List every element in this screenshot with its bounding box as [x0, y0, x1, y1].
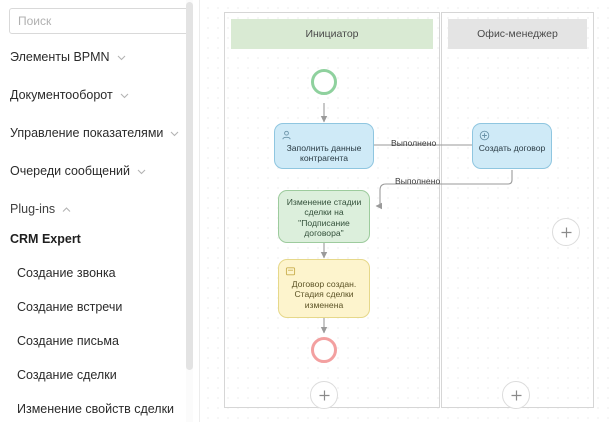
search-container [0, 0, 200, 38]
sidebar-item-create-deal[interactable]: Создание сделки [17, 368, 117, 382]
sidebar-section-plugins[interactable]: Plug-ins [0, 190, 200, 228]
add-element-lane-office-manager-button[interactable] [502, 381, 530, 409]
lane-title: Инициатор [305, 28, 359, 40]
sidebar-item-create-meeting[interactable]: Создание встречи [17, 300, 123, 314]
sidebar-section-label: Управление показателями [10, 126, 164, 140]
lane-header-office-manager[interactable]: Офис-менеджер [448, 19, 587, 49]
chevron-down-icon [116, 52, 127, 63]
sidebar-section-kpi-management[interactable]: Управление показателями [0, 114, 200, 152]
sidebar-section-document-flow[interactable]: Документооборот [0, 76, 200, 114]
task-label: Договор создан. Стадия сделки изменена [291, 279, 357, 310]
lane-office-manager[interactable]: Офис-менеджер [441, 12, 594, 408]
sidebar-item-create-call[interactable]: Создание звонка [17, 266, 116, 280]
connector-start-to-fill[interactable] [200, 0, 609, 422]
connector-label-fill-to-create: Выполнено [391, 138, 437, 148]
connector-label-create-to-stage: Выполнено [395, 176, 441, 186]
chevron-down-icon [169, 128, 180, 139]
sidebar-scrollbar-thumb[interactable] [186, 2, 193, 370]
task-label: Создать договор [478, 143, 546, 153]
sidebar-sections: Элементы BPMN Документооборот Управление… [0, 38, 200, 422]
note-icon [285, 266, 296, 277]
end-event[interactable] [311, 337, 337, 363]
search-input[interactable] [9, 8, 191, 34]
task-label: Заполнить данные контрагента [286, 143, 362, 164]
chevron-down-icon [119, 90, 130, 101]
sidebar-section-label: Plug-ins [10, 202, 56, 216]
sidebar-divider [199, 0, 200, 422]
start-event[interactable] [311, 69, 337, 95]
task-fill-counterparty[interactable]: Заполнить данные контрагента [274, 123, 374, 169]
sidebar-section-label: Элементы BPMN [10, 50, 110, 64]
task-create-contract[interactable]: Создать договор [472, 123, 552, 169]
chevron-up-icon [61, 204, 72, 215]
task-label: Изменение стадии сделки на "Подписание д… [286, 197, 362, 239]
plus-circle-icon [479, 130, 490, 141]
add-element-lane-initiator-button[interactable] [310, 381, 338, 409]
sidebar-section-message-queues[interactable]: Очереди сообщений [0, 152, 200, 190]
add-lane-button[interactable] [552, 218, 580, 246]
task-change-stage[interactable]: Изменение стадии сделки на "Подписание д… [278, 190, 370, 243]
sidebar: Элементы BPMN Документооборот Управление… [0, 0, 200, 422]
sidebar-section-label: Документооборот [10, 88, 113, 102]
sidebar-section-label: Очереди сообщений [10, 164, 130, 178]
lane-title: Офис-менеджер [477, 28, 558, 40]
sidebar-group-title: CRM Expert [10, 232, 81, 246]
sidebar-item-change-deal-properties[interactable]: Изменение свойств сделки [17, 402, 175, 416]
task-notify-contract-created[interactable]: Договор создан. Стадия сделки изменена [278, 259, 370, 318]
user-task-icon [281, 130, 292, 141]
chevron-down-icon [136, 166, 147, 177]
lane-header-initiator[interactable]: Инициатор [231, 19, 433, 49]
sidebar-section-bpmn-elements[interactable]: Элементы BPMN [0, 38, 200, 76]
lane-initiator[interactable]: Инициатор [224, 12, 440, 408]
sidebar-item-create-letter[interactable]: Создание письма [17, 334, 119, 348]
diagram-canvas[interactable]: Инициатор Офис-менеджер [200, 0, 609, 422]
